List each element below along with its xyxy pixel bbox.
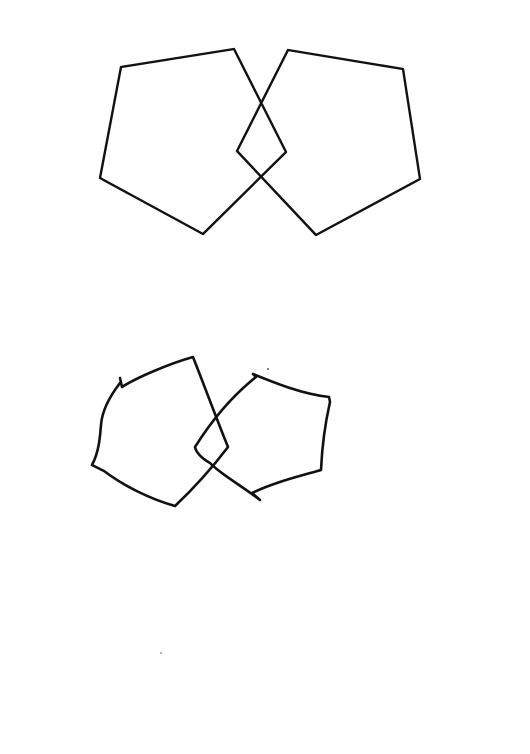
- right-hexagon: [193, 372, 332, 502]
- hexagon-pair-figure: [90, 355, 332, 508]
- pentagon-pair-figure: [98, 47, 422, 237]
- left-pentagon: [98, 47, 288, 236]
- left-hexagon: [90, 355, 230, 508]
- ink-speck: [160, 652, 162, 654]
- right-pentagon: [235, 48, 422, 237]
- ink-speck: [267, 368, 269, 370]
